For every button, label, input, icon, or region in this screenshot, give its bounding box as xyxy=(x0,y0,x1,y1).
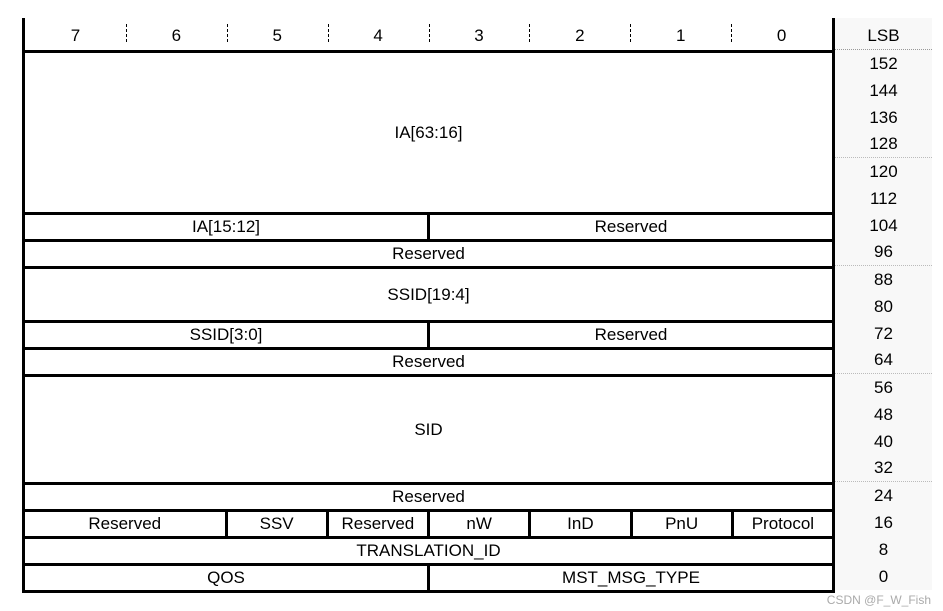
bit-label-2: 2 xyxy=(529,18,630,50)
field-translation-id: TRANSLATION_ID xyxy=(25,539,832,563)
lsb-value: 96 xyxy=(835,239,932,266)
field-reserved: Reserved xyxy=(430,215,832,239)
lsb-value: 120 xyxy=(869,161,898,181)
field-reserved: Reserved xyxy=(25,485,832,509)
field-nw: nW xyxy=(430,512,529,536)
lsb-value: 152 xyxy=(869,53,898,73)
field-reserved: Reserved xyxy=(25,242,832,266)
field-reserved: Reserved xyxy=(328,512,427,536)
lsb-value: 16 xyxy=(874,512,893,532)
lsb-value: 8 xyxy=(878,539,889,559)
field-ind: InD xyxy=(531,512,630,536)
lsb-value: 24 xyxy=(874,485,893,505)
field-pnu: PnU xyxy=(632,512,731,536)
lsb-value: 72 xyxy=(874,323,893,343)
field-ssid-19-4: SSID[19:4] xyxy=(25,269,832,320)
lsb-value: 48 xyxy=(874,404,893,424)
lsb-value: 32 xyxy=(835,455,932,482)
bit-label-0: 0 xyxy=(731,18,832,50)
field-ssv: SSV xyxy=(227,512,326,536)
bit-label-6: 6 xyxy=(125,18,227,50)
lsb-value: 104 xyxy=(869,215,898,235)
lsb-value: 56 xyxy=(874,377,893,397)
field-mst-msg-type: MST_MSG_TYPE xyxy=(430,566,832,590)
bit-label-7: 7 xyxy=(70,26,81,45)
field-protocol: Protocol xyxy=(733,512,832,536)
bit-label-1: 1 xyxy=(630,18,731,50)
watermark: CSDN @F_W_Fish xyxy=(826,593,931,607)
lsb-value: 88 xyxy=(874,269,893,289)
lsb-header: LSB xyxy=(835,18,932,50)
bit-label-4: 4 xyxy=(327,18,429,50)
lsb-value: 144 xyxy=(869,80,898,100)
lsb-value: 0 xyxy=(878,566,889,586)
bit-label-5: 5 xyxy=(226,18,328,50)
lsb-value: 136 xyxy=(869,107,898,127)
field-reserved: Reserved xyxy=(25,512,225,536)
field-sid: SID xyxy=(25,377,832,482)
field-reserved: Reserved xyxy=(25,350,832,374)
field-reserved: Reserved xyxy=(430,323,832,347)
field-qos: QOS xyxy=(25,566,427,590)
lsb-value: 64 xyxy=(835,347,932,374)
field-ia-63-16: IA[63:16] xyxy=(25,53,832,212)
field-ssid-3-0: SSID[3:0] xyxy=(25,323,427,347)
lsb-value: 112 xyxy=(869,188,898,208)
lsb-value: 40 xyxy=(874,431,893,451)
lsb-value: 80 xyxy=(874,296,893,316)
lsb-value: 128 xyxy=(835,131,932,158)
bit-label-3: 3 xyxy=(428,18,530,50)
field-ia-15-12: IA[15:12] xyxy=(25,215,427,239)
